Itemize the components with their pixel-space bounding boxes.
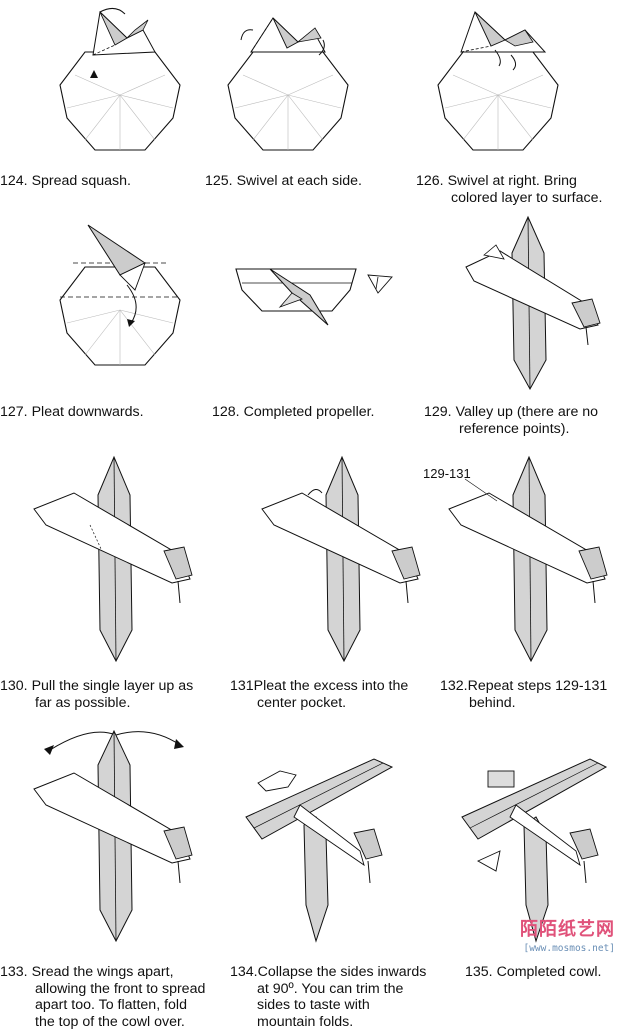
diagram-step-126 xyxy=(437,11,559,151)
diagram-step-124 xyxy=(59,8,181,151)
diagram-step-133 xyxy=(33,729,193,943)
caption-step-125: 125. Swivel at each side. xyxy=(205,173,362,189)
caption-step-126: 126. Swivel at right. Bring colored laye… xyxy=(416,173,603,206)
caption-step-130: 130. Pull the single layer up as far as … xyxy=(0,678,194,711)
caption-step-131: 131Pleat the excess into the center pock… xyxy=(230,678,409,711)
caption-step-128: 128. Completed propeller. xyxy=(212,404,375,420)
diagram-step-125 xyxy=(227,17,349,151)
diagram-step-131 xyxy=(261,455,421,663)
caption-step-124: 124. Spread squash. xyxy=(0,173,131,189)
caption-step-133: 133. Sread the wings apart, allowing the… xyxy=(0,964,206,1030)
watermark-logo: 陌陌纸艺网 xyxy=(520,919,615,940)
diagram-step-129 xyxy=(465,215,601,391)
watermark: 陌陌纸艺网 [www.mosmos.net] xyxy=(497,915,615,954)
caption-step-134: 134.Collapse the sides inwards at 90º. Y… xyxy=(230,964,427,1030)
diagram-step-130 xyxy=(33,455,193,663)
caption-step-132: 132.Repeat steps 129-131 behind. xyxy=(440,678,608,711)
caption-step-127: 127. Pleat downwards. xyxy=(0,404,144,420)
diagram-step-135 xyxy=(461,758,608,943)
diagram-step-127 xyxy=(59,224,181,366)
caption-step-135: 135. Completed cowl. xyxy=(465,964,602,980)
annotation-label: 129-131 xyxy=(423,466,471,481)
diagram-step-134 xyxy=(245,758,394,943)
diagram-step-132 xyxy=(448,455,608,663)
caption-step-129: 129. Valley up (there are no reference p… xyxy=(424,404,599,437)
watermark-url: [www.mosmos.net] xyxy=(523,943,615,954)
diagram-step-128 xyxy=(235,268,393,326)
